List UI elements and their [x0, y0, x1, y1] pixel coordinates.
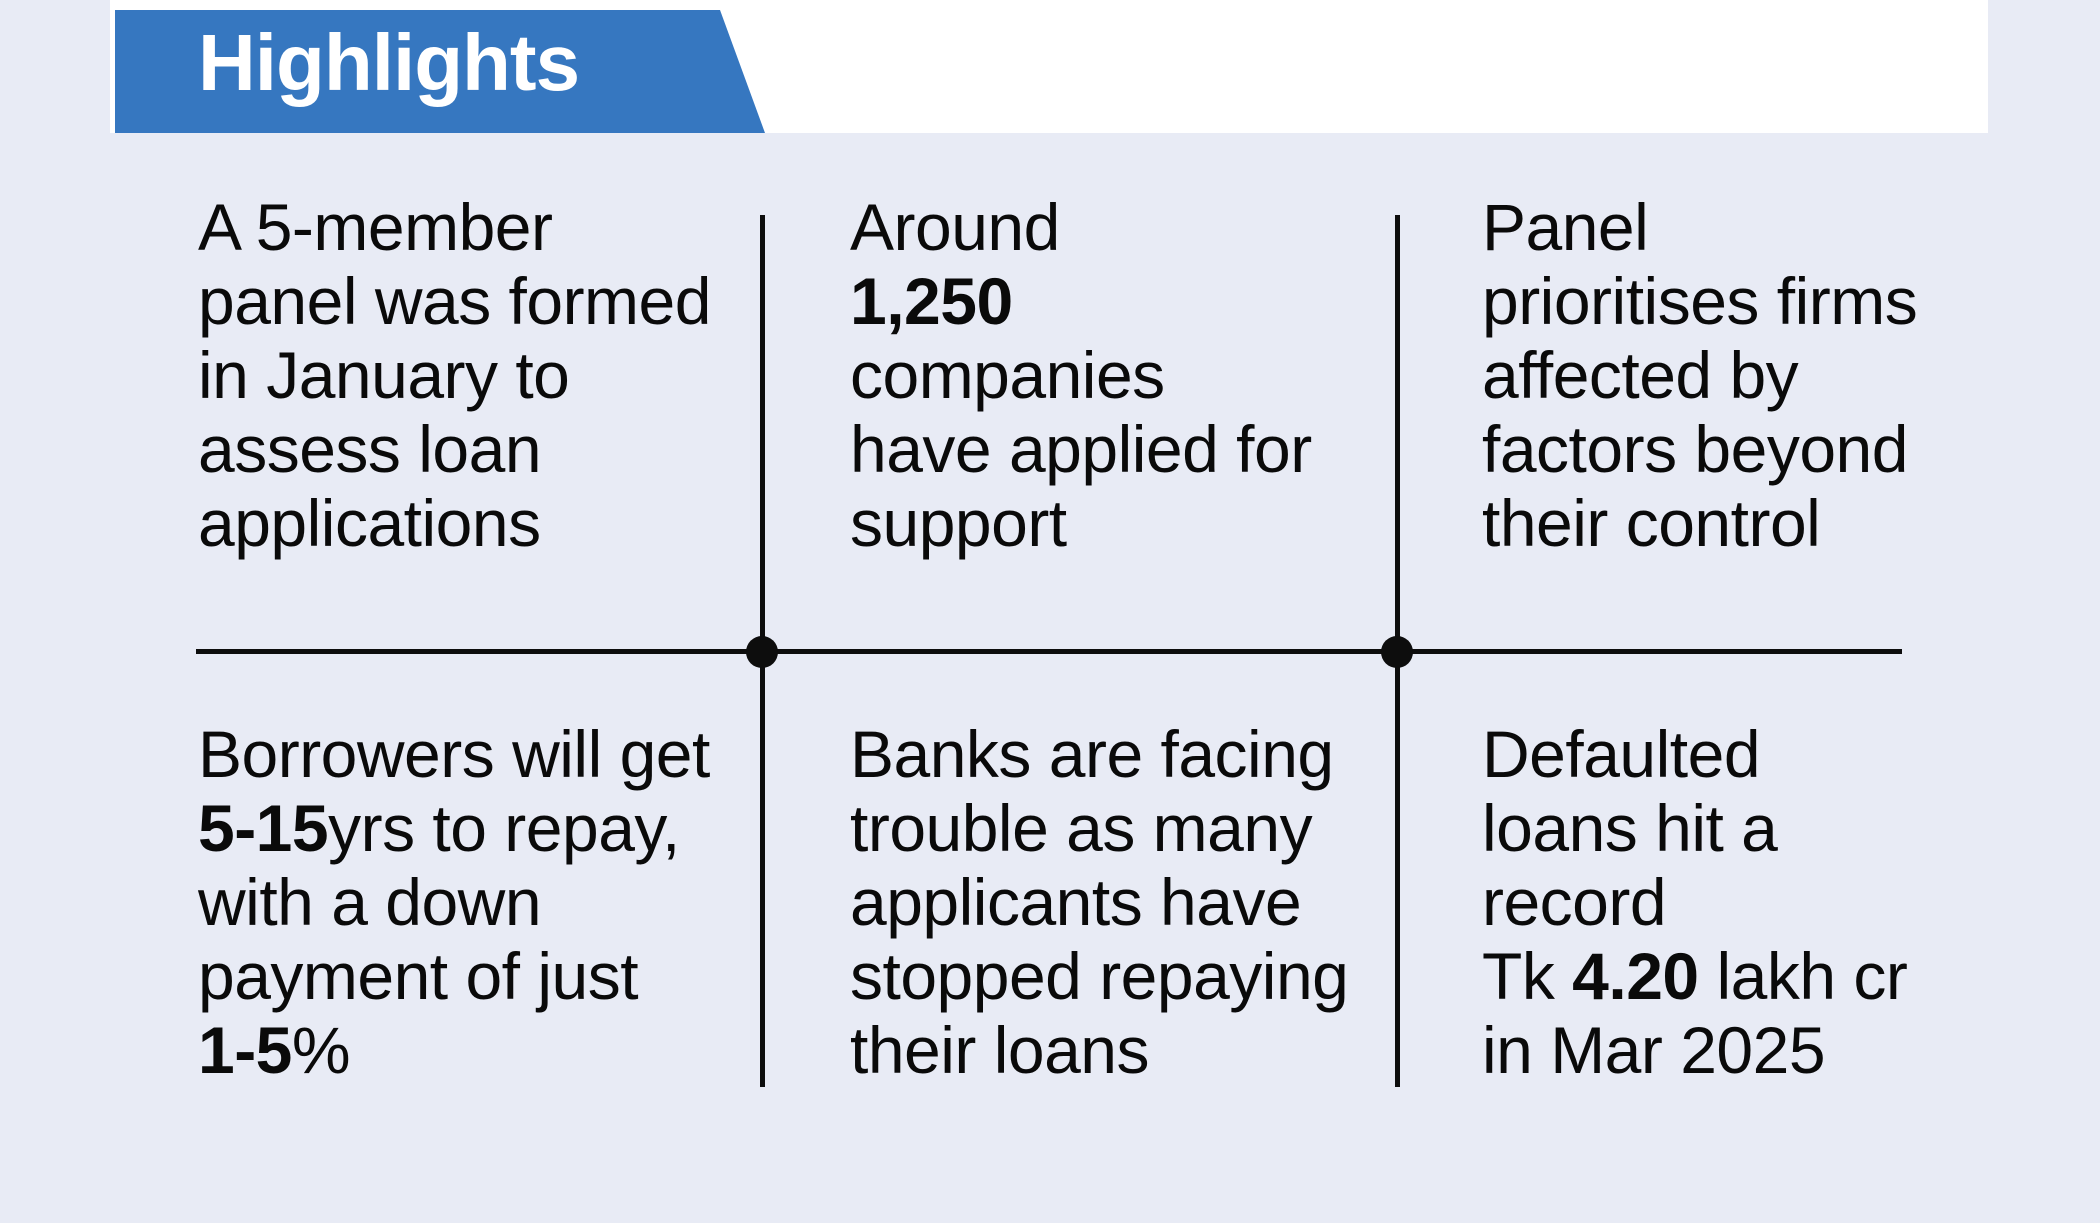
junction-dot-1	[746, 636, 778, 668]
highlight-cell-3: Panel prioritises firms affected by fact…	[1482, 190, 1922, 560]
horizontal-divider	[196, 649, 1902, 654]
highlight-cell-2: Around 1,250 companies have applied for …	[850, 190, 1375, 560]
highlight-cell-1-text: A 5-member panel was formed in January t…	[198, 190, 711, 560]
highlight-cell-6: Defaulted loans hit a record Tk 4.20 lak…	[1482, 717, 1922, 1087]
header-banner-shape	[115, 10, 765, 133]
highlight-cell-6-tail: lakh cr in Mar 2025	[1482, 939, 1908, 1087]
highlight-cell-1: A 5-member panel was formed in January t…	[198, 190, 738, 560]
highlight-cell-5: Banks are facing trouble as many applica…	[850, 717, 1375, 1087]
highlight-cell-2-tail: companies have applied for support	[850, 338, 1312, 560]
highlight-cell-3-text: Panel prioritises firms affected by fact…	[1482, 190, 1918, 560]
highlight-cell-6-number: 4.20	[1572, 939, 1699, 1013]
highlight-cell-4-number-downpayment: 1-5	[198, 1013, 292, 1087]
highlight-cell-4: Borrowers will get 5-15yrs to repay, wit…	[198, 717, 738, 1087]
highlight-cell-4-mid: yrs to repay, with a down payment of jus…	[198, 791, 680, 1013]
highlight-cell-6-lead: Defaulted loans hit a record Tk	[1482, 717, 1778, 1013]
highlight-cell-2-number: 1,250	[850, 264, 1013, 338]
highlight-cell-2-lead: Around	[850, 190, 1060, 264]
highlight-cell-5-text: Banks are facing trouble as many applica…	[850, 717, 1349, 1087]
highlight-cell-4-number-tenure: 5-15	[198, 791, 329, 865]
highlight-cell-4-tail: %	[291, 1013, 351, 1087]
junction-dot-2	[1381, 636, 1413, 668]
highlight-cell-4-lead: Borrowers will get	[198, 717, 710, 791]
page-title: Highlights	[198, 18, 580, 107]
